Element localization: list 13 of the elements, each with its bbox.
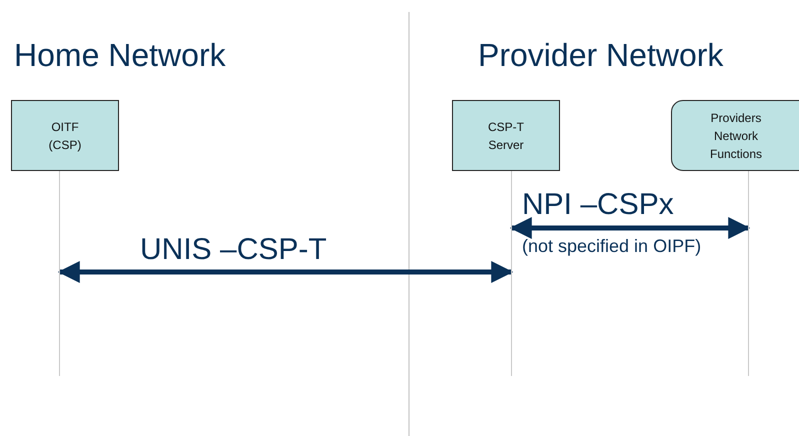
edge-label: NPI –CSPx xyxy=(522,188,674,221)
lifeline xyxy=(748,171,749,376)
lifeline xyxy=(59,171,60,376)
note-text: (not specified in OIPF) xyxy=(522,236,702,258)
rounded-box: Providers Network Functions xyxy=(671,100,799,171)
double-arrow xyxy=(58,261,514,283)
double-arrow xyxy=(510,217,750,239)
process-box: OITF (CSP) xyxy=(11,100,119,171)
edge-label: UNIS –CSP-T xyxy=(140,233,327,266)
lifeline xyxy=(511,171,512,376)
section-heading: Home Network xyxy=(14,36,226,74)
section-heading: Provider Network xyxy=(478,36,724,74)
process-box: CSP-T Server xyxy=(452,100,560,171)
